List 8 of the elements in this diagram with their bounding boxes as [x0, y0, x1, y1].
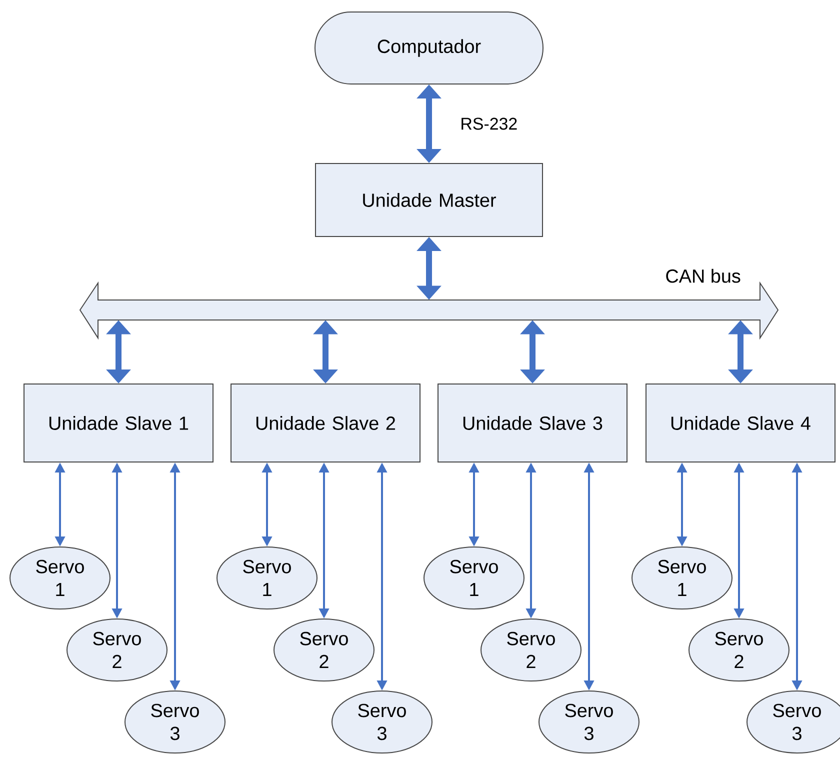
terminal-box: Computador [314, 12, 544, 84]
process-box: Unidade Master [315, 163, 543, 237]
edge-label: RS-232 [459, 116, 519, 131]
process-box: Unidade Slave 4 [646, 384, 836, 462]
bus-label: CAN bus [666, 268, 740, 283]
process-box: Unidade Slave 3 [438, 384, 628, 462]
process-box: Unidade Slave 2 [230, 384, 420, 462]
process-box: Unidade Slave 1 [24, 384, 214, 462]
